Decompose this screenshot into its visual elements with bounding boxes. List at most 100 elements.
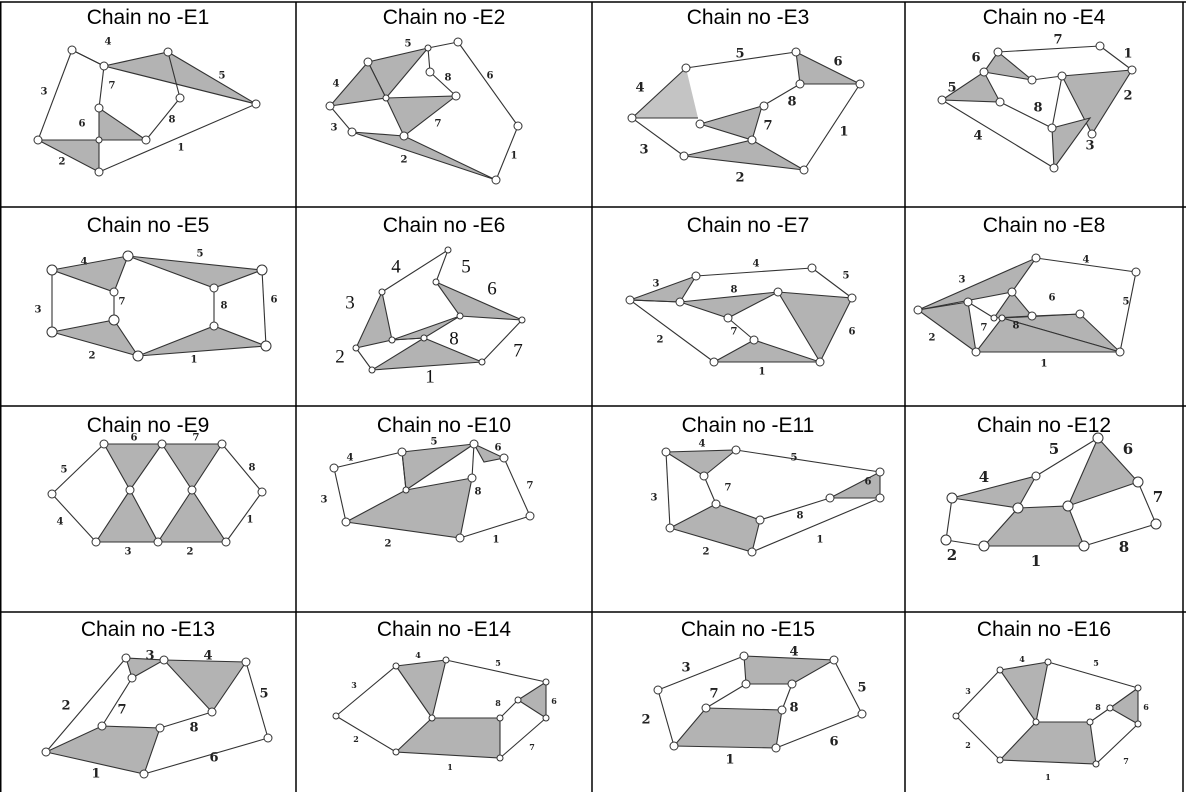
- link-label: 5: [791, 453, 798, 464]
- link-label: 1: [191, 355, 198, 366]
- chain-title: Chain no -E12: [977, 414, 1111, 437]
- link-label: 3: [639, 143, 648, 158]
- link-label: 8: [249, 463, 256, 474]
- link-label: 1: [493, 535, 500, 546]
- link-label: 7: [1053, 33, 1062, 48]
- link-label: 6: [79, 119, 86, 130]
- link-label: 2: [89, 351, 96, 362]
- link-label: 3: [351, 680, 357, 690]
- chain-cell-e15: Chain no -E15 1 2 3 4 5 6 7 8: [641, 618, 866, 768]
- chain-title: Chain no -E2: [383, 6, 506, 29]
- link-label: 8: [449, 328, 459, 349]
- chain-cell-e13: Chain no -E13 1 2 3 4 5 6 7 8: [41, 618, 273, 782]
- link-label: 1: [511, 151, 518, 162]
- link-label: 4: [789, 645, 798, 660]
- link-label: 4: [699, 439, 706, 450]
- chain-cell-e7: Chain no -E7 1 2 3 4 5 6 7 8: [625, 214, 857, 378]
- link-label: 6: [1143, 702, 1149, 712]
- link-6-ternary: [98, 106, 148, 141]
- link-label: 6: [833, 55, 842, 70]
- link-label: 3: [125, 547, 132, 558]
- chain-title: Chain no -E7: [687, 214, 810, 237]
- link-label: 6: [271, 295, 278, 306]
- link-label: 7: [981, 323, 988, 334]
- link-label: 5: [405, 39, 412, 50]
- link-label: 4: [81, 257, 88, 268]
- link-label: 5: [857, 681, 866, 696]
- link-label: 5: [61, 465, 68, 476]
- chain-title: Chain no -E1: [87, 6, 210, 29]
- link-label: 8: [789, 701, 798, 716]
- chain-cell-e5: Chain no -E5 1 2 3 4 5 6 7 8: [35, 214, 278, 366]
- link-label: 1: [447, 762, 453, 772]
- link-label: 1: [759, 367, 766, 378]
- link-label: 8: [445, 73, 452, 84]
- link-label: 2: [657, 335, 664, 346]
- link-label: 6: [1123, 440, 1133, 458]
- link-label: 3: [321, 495, 328, 506]
- link-label: 7: [1123, 756, 1129, 766]
- link-label: 7: [109, 81, 116, 92]
- link-label: 1: [247, 515, 254, 526]
- link-label: 5: [219, 71, 226, 82]
- link-label: 8: [1095, 702, 1101, 712]
- link-label: 3: [1085, 139, 1094, 154]
- link-label: 7: [117, 703, 126, 718]
- link-label: 4: [1019, 654, 1025, 664]
- link-label: 2: [929, 333, 936, 344]
- link-label: 6: [487, 278, 497, 299]
- link-label: 1: [91, 767, 100, 782]
- chain-cell-e3: Chain no -E3 1 2 3 4 5 6 7 8: [627, 6, 865, 186]
- link-label: 1: [725, 753, 734, 768]
- link-label: 5: [461, 256, 471, 277]
- link-label: 3: [651, 493, 658, 504]
- link-label: 7: [527, 481, 534, 492]
- link-label: 7: [763, 119, 772, 134]
- link-label: 3: [345, 292, 355, 313]
- link-label: 4: [203, 649, 212, 664]
- link-label: 3: [959, 275, 966, 286]
- link-label: 5: [843, 271, 850, 282]
- link-label: 2: [947, 546, 957, 564]
- link-label: 7: [119, 297, 126, 308]
- link-label: 4: [753, 259, 760, 270]
- link-label: 6: [495, 443, 502, 454]
- link-label: 6: [829, 735, 838, 750]
- link-label: 5: [1049, 440, 1059, 458]
- link-label: 4: [333, 79, 340, 90]
- link-label: 3: [653, 279, 660, 290]
- link-label: 6: [971, 51, 980, 66]
- chain-cell-e12: Chain no -E12 1 2 4 5 6 7 8: [940, 414, 1163, 570]
- link-label: 3: [41, 87, 48, 98]
- link-label: 6: [1049, 293, 1056, 304]
- link-label: 3: [331, 123, 338, 134]
- link-label: 5: [1123, 297, 1130, 308]
- link-2-ternary: [37, 139, 100, 173]
- link-label: 6: [865, 477, 872, 488]
- chain-title: Chain no -E3: [687, 6, 810, 29]
- link-label: 3: [965, 686, 971, 696]
- link-label: 1: [1031, 552, 1041, 570]
- link-label: 1: [1123, 47, 1132, 62]
- chain-title: Chain no -E9: [87, 414, 210, 437]
- link-label: 1: [178, 143, 185, 154]
- link-label: 4: [347, 453, 354, 464]
- chain-title: Chain no -E5: [87, 214, 210, 237]
- chain-title: Chain no -E8: [983, 214, 1106, 237]
- link-label: 8: [797, 511, 804, 522]
- chain-cell-e11: Chain no -E11 1 2 3 4 5 6 7 8: [651, 414, 885, 558]
- chain-cell-e9: Chain no -E9 1 2 3 4 5 6 7 8: [47, 414, 267, 558]
- link-label: 1: [839, 125, 848, 140]
- link-label: 5: [1093, 658, 1099, 668]
- chain-title: Chain no -E4: [983, 6, 1106, 29]
- link-label: 8: [495, 698, 501, 708]
- link-label: 2: [335, 346, 345, 367]
- link-label: 4: [1083, 255, 1090, 266]
- link-label: 5: [947, 81, 956, 96]
- chain-title: Chain no -E6: [383, 214, 506, 237]
- link-label: 8: [731, 285, 738, 296]
- link-label: 7: [513, 340, 523, 361]
- link-label: 8: [1033, 101, 1042, 116]
- chain-cell-e8: Chain no -E8 1 2 3 4 5 6 7 8: [913, 214, 1141, 370]
